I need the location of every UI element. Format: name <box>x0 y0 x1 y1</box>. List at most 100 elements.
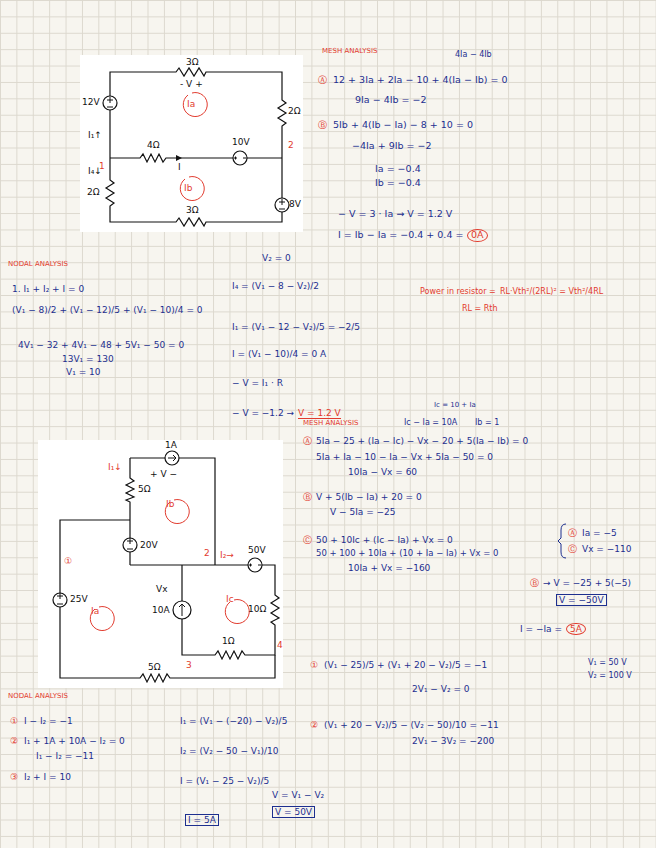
component-label: 2Ω <box>288 106 301 116</box>
handwritten-note: ① <box>10 716 18 726</box>
component-label: 20V <box>140 540 158 550</box>
handwritten-note: I₂→ <box>220 550 234 560</box>
component-label: 50V <box>248 545 266 555</box>
handwritten-note: V = −50V <box>556 594 607 606</box>
handwritten-note: I = (V₁ − 10)/4 = 0 A <box>232 349 326 359</box>
handwritten-note: − V = I₁ · R <box>232 378 283 388</box>
handwritten-note: Ib = 1 <box>475 418 499 427</box>
handwritten-note: −4Ia + 9Ib = −2 <box>352 141 432 152</box>
handwritten-note: 4Ia − 4Ib <box>455 50 492 59</box>
handwritten-note: 50 + 100 + 10Ia + (10 + Ia − Ia) + Vx = … <box>316 549 498 559</box>
handwritten-note: 4 <box>277 640 283 650</box>
handwritten-note: (V₁ − 25)/5 + (V₁ + 20 − V₂)/5 = −1 <box>324 660 487 670</box>
handwritten-note: I = −Ia = <box>520 624 562 634</box>
handwritten-note: I₂ = (V₂ − 50 − V₁)/10 <box>180 746 279 756</box>
handwritten-note: ① <box>310 660 318 670</box>
handwritten-note: Ⓑ <box>530 578 539 588</box>
component-label: 3Ω <box>186 57 199 67</box>
handwritten-note: I₁ = (V₁ − 12 − V₂)/5 = −2/5 <box>232 322 360 332</box>
component-label: 5Ω <box>138 484 151 494</box>
current-arrow <box>176 155 182 161</box>
handwritten-note: 10Ia − Vx = 60 <box>348 467 417 477</box>
handwritten-note: 0A <box>467 229 488 242</box>
component-label: I₁↑ <box>88 130 102 140</box>
handwritten-note: 5Ib + 4(Ib − Ia) − 8 + 10 = 0 <box>333 120 473 131</box>
handwritten-note: ② <box>310 720 318 730</box>
handwritten-note: NODAL ANALYSIS <box>8 692 68 700</box>
handwritten-note: 1. I₁ + I₂ + I = 0 <box>12 284 84 294</box>
handwritten-note: I = Ib − Ia = −0.4 + 0.4 = <box>338 230 463 241</box>
handwritten-note: 5A <box>566 623 586 635</box>
handwritten-note: Ⓑ <box>318 120 327 130</box>
component-label: 25V <box>70 594 88 604</box>
handwritten-note: Ⓒ <box>303 535 312 545</box>
handwritten-note: 2 <box>204 548 210 558</box>
handwritten-note: V₁ = 50 V <box>588 658 627 667</box>
handwritten-note: RL·Vth²/(2RL)² = Vth²/4RL <box>500 287 603 296</box>
handwritten-note: 9Ia − 4Ib = −2 <box>355 95 427 106</box>
handwritten-note: 10Ia + Vx = −160 <box>348 563 430 573</box>
handwritten-note: Vx = −110 <box>582 544 631 554</box>
component-label: 8V <box>289 199 301 209</box>
component-label: 12V <box>82 97 100 107</box>
component-label: I <box>178 162 181 172</box>
handwritten-note: I = (V₁ − 25 − V₂)/5 <box>180 776 269 786</box>
handwritten-note: NODAL ANALYSIS <box>8 260 68 268</box>
component-label: 2Ω <box>87 187 100 197</box>
bracket <box>558 524 566 558</box>
handwritten-note: 12 + 3Ia + 2Ia − 10 + 4(Ia − Ib) = 0 <box>333 75 507 86</box>
handwritten-note: 13V₁ = 130 <box>62 354 114 364</box>
handwritten-note: MESH ANALYSIS <box>322 47 377 55</box>
handwritten-note: Ib = −0.4 <box>375 178 421 189</box>
handwritten-note: 5Ia + Ia − 10 − Ia − Vx + 5Ia − 50 = 0 <box>316 452 493 462</box>
handwritten-note: Ⓐ <box>318 75 327 85</box>
handwritten-note: V = 1.2 V <box>298 408 341 419</box>
handwritten-note: I₁ − I₂ = −11 <box>36 751 94 761</box>
handwritten-note: Ib <box>184 183 192 193</box>
handwritten-note: V − 5Ia = −25 <box>330 507 396 517</box>
component-label: + V − <box>150 469 177 479</box>
handwritten-note: V = 50V <box>272 806 315 818</box>
handwritten-note: I₁ = (V₁ − (−20) − V₂)/5 <box>180 716 287 726</box>
circuit-panel <box>38 440 283 688</box>
handwritten-note: Ⓐ <box>568 528 577 538</box>
handwritten-note: − V = 3 · Ia → V = 1.2 V <box>338 209 452 220</box>
handwritten-note: − V = −1.2 → <box>232 408 294 418</box>
handwritten-note: I₁ + 1A + 10A − I₂ = 0 <box>24 736 125 746</box>
handwritten-note: ② <box>10 736 18 746</box>
handwritten-note: 3 <box>186 660 192 670</box>
handwritten-note: Ⓒ <box>568 544 577 554</box>
handwritten-note: 4V₁ − 32 + 4V₁ − 48 + 5V₁ − 50 = 0 <box>18 340 184 350</box>
handwritten-note: Ia <box>91 606 99 616</box>
component-label: 10Ω <box>248 604 266 614</box>
handwritten-note: I − I₂ = −1 <box>24 716 73 726</box>
circuit-wires <box>60 68 286 682</box>
handwritten-note: 2V₁ − 3V₂ = −200 <box>412 736 494 746</box>
handwritten-note: (V₁ + 20 − V₂)/5 − (V₂ − 50)/10 = −11 <box>324 720 499 730</box>
handwritten-note: Ia = −5 <box>582 528 617 538</box>
handwritten-note: ① <box>64 556 72 566</box>
handwritten-note: V₁ = 10 <box>66 367 100 377</box>
circuit-panel <box>80 55 303 232</box>
handwritten-note: ③ <box>10 772 18 782</box>
component-label: 5Ω <box>148 662 161 672</box>
component-label: 10V <box>232 137 250 147</box>
handwritten-note: Ⓑ <box>303 492 312 502</box>
handwritten-note: (V₁ − 8)/2 + (V₁ − 12)/5 + (V₁ − 10)/4 =… <box>12 305 203 315</box>
component-label: 1Ω <box>222 636 235 646</box>
handwritten-note: 2 <box>288 140 294 150</box>
component-label: - V + <box>180 79 203 89</box>
component-label: Vx <box>156 584 167 594</box>
handwritten-note: 50 + 10Ic + (Ic − Ia) + Vx = 0 <box>316 535 453 545</box>
handwritten-note: Ib <box>166 499 174 509</box>
handwritten-note: RL = Rth <box>462 304 498 313</box>
component-label: I₄↓ <box>88 166 102 176</box>
handwritten-note: I₁↓ <box>108 462 122 472</box>
handwritten-note: Ia <box>187 99 195 109</box>
handwritten-note: MESH ANALYSIS <box>303 419 358 427</box>
component-label: 3Ω <box>186 205 199 215</box>
handwritten-note: V₂ = 0 <box>262 253 291 263</box>
mesh-loop-arrow <box>90 93 249 631</box>
handwritten-note: V = V₁ − V₂ <box>272 790 324 800</box>
component-label: 10A <box>152 605 170 615</box>
